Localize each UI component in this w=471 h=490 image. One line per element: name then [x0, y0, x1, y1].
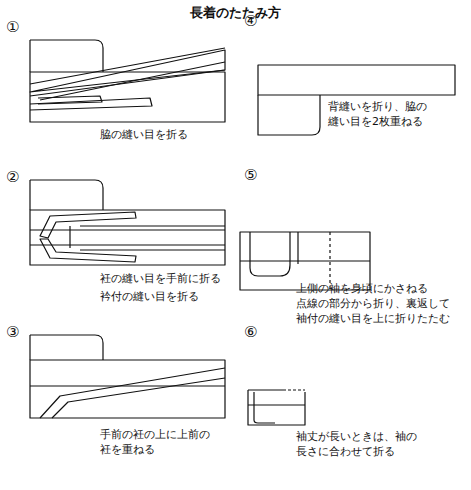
step5-figure: [240, 232, 370, 290]
step-number: ②: [6, 170, 19, 185]
step-caption: 袖丈が長いときは、袖の 長さに合わせて折る: [296, 430, 436, 460]
step-caption: 背縫いを折り、脇の 縫い目を2枚重ねる: [328, 100, 456, 130]
step2-figure: [30, 180, 225, 265]
step-caption: 上側の袖を身頃にかさねる 点線の部分から折り、裏返して 袖付の縫い目を上に折りた…: [296, 282, 464, 327]
step6-figure: [248, 390, 305, 425]
step-caption: 手前の衽の上に上前の 衽を重ねる: [100, 428, 228, 458]
step-number: ③: [6, 325, 19, 340]
step-caption: 衽の縫い目を手前に折る: [100, 272, 260, 287]
step-number: ④: [244, 14, 257, 29]
step-number: ①: [6, 20, 19, 35]
step-number: ⑥: [244, 325, 257, 340]
step3-figure: [30, 335, 225, 418]
step4-figure: [258, 65, 455, 135]
step-number: ⑤: [244, 168, 257, 183]
diagram-title: 長着のたたみ方: [190, 4, 281, 22]
step1-figure: [30, 40, 225, 122]
step-caption: 衿付の縫い目を折る: [100, 290, 260, 305]
step-caption: 脇の縫い目を折る: [100, 128, 260, 143]
